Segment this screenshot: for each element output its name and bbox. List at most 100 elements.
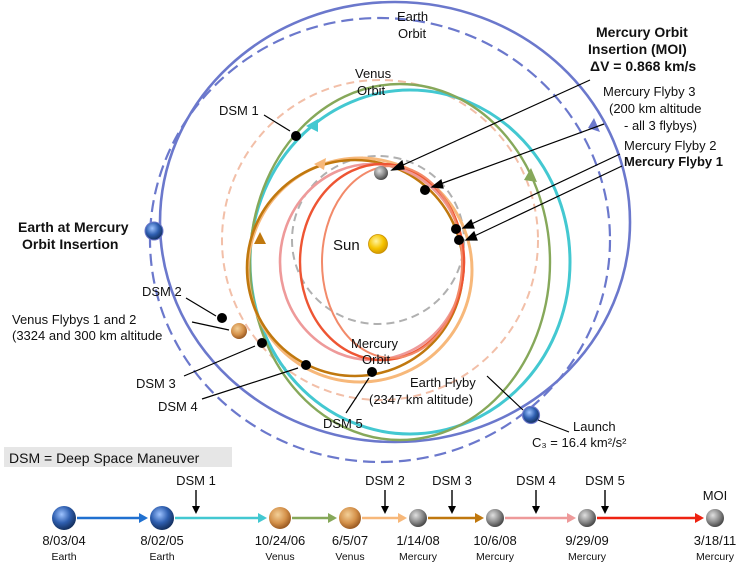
- venus-flyby-icon: [231, 323, 247, 339]
- dot-dsm2: [217, 313, 227, 323]
- venus-timeline-icon: [269, 507, 291, 529]
- dsm3-label: DSM 3: [136, 376, 176, 391]
- dot-flyby3: [420, 185, 430, 195]
- venus-timeline-icon: [339, 507, 361, 529]
- dsm1-label: DSM 1: [219, 103, 259, 118]
- timeline-arrowhead: [139, 513, 148, 523]
- arrow-cyan: [306, 119, 318, 132]
- timeline-date: 10/24/06: [255, 533, 306, 548]
- timeline-body: Venus: [265, 551, 294, 563]
- earth-at-moi-icon: [144, 221, 164, 241]
- arrow-brown: [254, 232, 266, 244]
- flyby2-label: Mercury Flyby 2: [624, 138, 716, 153]
- arrow-earth: [588, 118, 600, 132]
- earth-orbit-label-1: Earth: [397, 9, 428, 24]
- dsm2-label: DSM 2: [142, 284, 182, 299]
- launch-label-1: Launch: [573, 419, 616, 434]
- dot-dsm3: [257, 338, 267, 348]
- timeline-body: Mercury: [696, 551, 735, 563]
- timeline-date: 3/18/11: [694, 533, 736, 548]
- dot-dsm1: [291, 131, 301, 141]
- venus-flybys-label-1: Venus Flybys 1 and 2: [12, 312, 136, 327]
- earth-flyby-label-2: (2347 km altitude): [369, 392, 473, 407]
- dsm5-label: DSM 5: [323, 416, 363, 431]
- timeline-dsm-label: DSM 3: [432, 473, 472, 488]
- timeline-arrowhead: [328, 513, 337, 523]
- timeline-dsm-arrowhead: [448, 506, 456, 514]
- arc-red-inner: [321, 165, 463, 359]
- dot-flyby2: [451, 224, 461, 234]
- dsm-legend-text: DSM = Deep Space Maneuver: [9, 450, 200, 466]
- moi-label-3: ΔV = 0.868 km/s: [590, 58, 696, 74]
- flyby1-label: Mercury Flyby 1: [624, 154, 723, 169]
- timeline-dsm-label: DSM 4: [516, 473, 556, 488]
- timeline-moi-label: MOI: [703, 488, 728, 503]
- moi-label-1: Mercury Orbit: [596, 24, 688, 40]
- earth-at-moi-label-1: Earth at Mercury: [18, 219, 129, 235]
- timeline-dsm-label: DSM 5: [585, 473, 625, 488]
- moi-label-2: Insertion (MOI): [588, 41, 687, 57]
- timeline-dsm-arrowhead: [192, 506, 200, 514]
- launch-label-2: C₃ = 16.4 km²/s²: [532, 435, 627, 450]
- timeline-body: Mercury: [568, 551, 607, 563]
- timeline-dsm-label: DSM 2: [365, 473, 405, 488]
- timeline-dsm-arrowhead: [601, 506, 609, 514]
- earth-at-moi-label-2: Orbit Insertion: [22, 236, 118, 252]
- venus-orbit-label-2: Orbit: [357, 83, 386, 98]
- arc-green: [248, 82, 552, 442]
- mercury-orbit-label-1: Mercury: [351, 336, 398, 351]
- timeline-arrowhead: [258, 513, 267, 523]
- timeline-body: Venus: [335, 551, 364, 563]
- timeline-body: Mercury: [476, 551, 515, 563]
- timeline-date: 6/5/07: [332, 533, 368, 548]
- timeline-arrowhead: [475, 513, 484, 523]
- timeline-date: 1/14/08: [396, 533, 439, 548]
- callout-lines: [183, 79, 623, 433]
- sun-icon: [368, 234, 388, 254]
- timeline-body: Earth: [51, 551, 76, 563]
- arrow-orange: [314, 158, 326, 170]
- timeline-date: 10/6/08: [473, 533, 516, 548]
- dot-dsm5: [367, 367, 377, 377]
- event-dots: [217, 131, 464, 377]
- earth-orbit-label-2: Orbit: [398, 26, 427, 41]
- flyby3-label-3: - all 3 flybys): [624, 118, 697, 133]
- venus-orbit: [221, 79, 539, 401]
- flyby3-label-1: Mercury Flyby 3: [603, 84, 695, 99]
- earth-orbit-dashed: [148, 16, 612, 464]
- timeline-date: 9/29/09: [565, 533, 608, 548]
- dsm-legend-box: [4, 447, 232, 467]
- earth-timeline-icon: [52, 506, 76, 530]
- trajectory-arcs: [158, 0, 632, 444]
- launch-earth-icon: [521, 405, 541, 425]
- timeline-body: Earth: [149, 551, 174, 563]
- mercury-timeline-icon: [486, 509, 504, 527]
- timeline-dsm-arrowhead: [532, 506, 540, 514]
- venus-flybys-label-2: (3324 and 300 km altitude: [12, 328, 162, 343]
- arc-red: [298, 162, 466, 362]
- mercury-orbit-label-2: Orbit: [362, 352, 391, 367]
- arrow-green: [524, 168, 537, 182]
- dot-flyby1: [454, 235, 464, 245]
- timeline-dsm-arrowhead: [381, 506, 389, 514]
- earth-timeline-icon: [150, 506, 174, 530]
- dsm4-label: DSM 4: [158, 399, 198, 414]
- timeline-date: 8/02/05: [140, 533, 183, 548]
- timeline-arrowhead: [567, 513, 576, 523]
- arc-earth-solid: [158, 0, 632, 444]
- diagram-labels: Earth Orbit Venus Orbit Mercury Orbit Me…: [12, 9, 723, 450]
- timeline-dsm-label: DSM 1: [176, 473, 216, 488]
- earth-flyby-label-1: Earth Flyby: [410, 375, 476, 390]
- timeline-arrowhead: [695, 513, 704, 523]
- mercury-timeline-icon: [706, 509, 724, 527]
- timeline-arrowhead: [398, 513, 407, 523]
- flyby3-label-2: (200 km altitude: [609, 101, 702, 116]
- mercury-timeline-icon: [409, 509, 427, 527]
- direction-arrows: [254, 118, 600, 244]
- arc-pink: [278, 162, 466, 362]
- dot-dsm4: [301, 360, 311, 370]
- timeline-date: 8/03/04: [42, 533, 85, 548]
- sun-label: Sun: [333, 237, 360, 254]
